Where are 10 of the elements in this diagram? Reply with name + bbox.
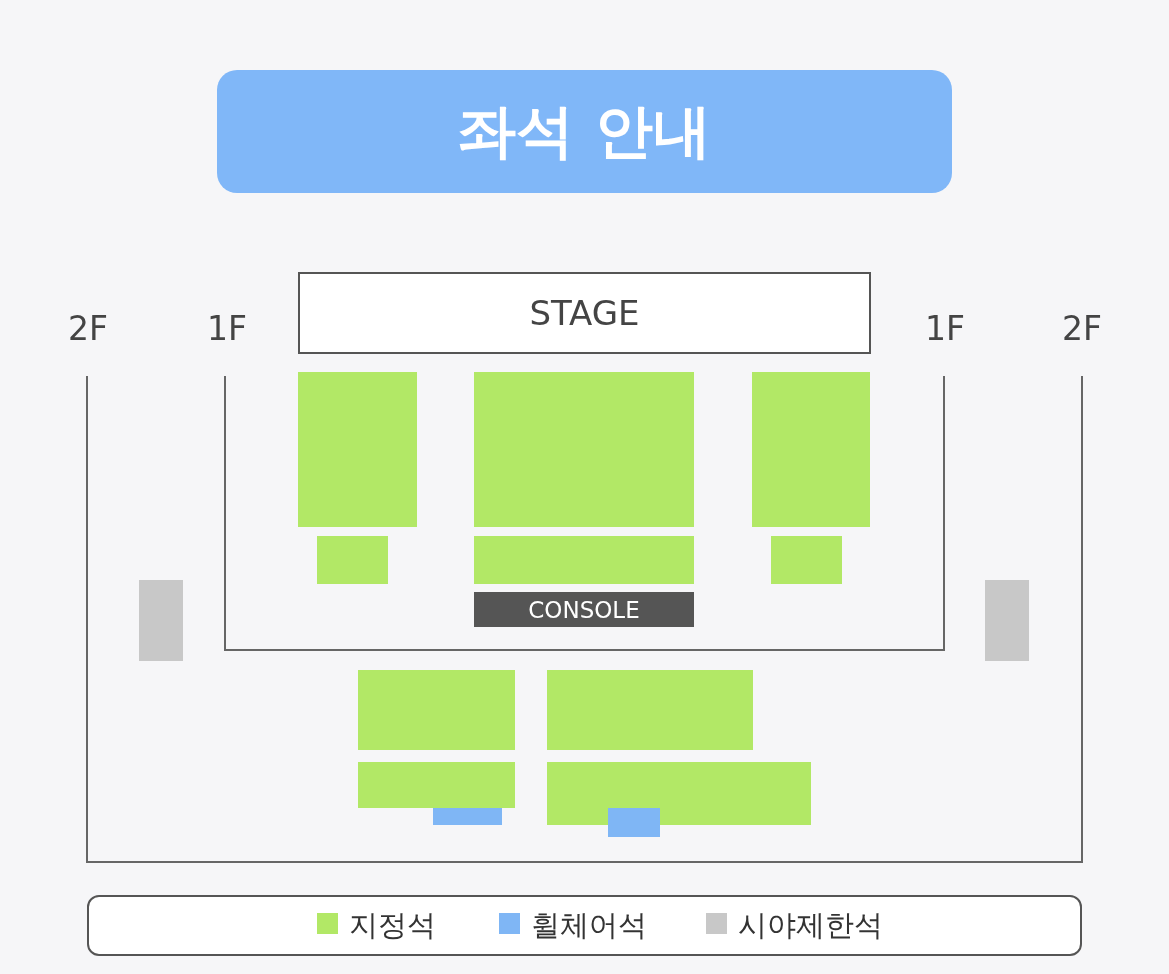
- floor-label: 1F: [924, 307, 966, 350]
- title-banner: 좌석 안내: [217, 70, 952, 193]
- legend-text: 휠체어석: [531, 907, 647, 944]
- legend-text: 시야제한석: [738, 907, 883, 944]
- floor-label: 1F: [206, 307, 248, 350]
- floor-label: 2F: [67, 307, 109, 350]
- stage-box: STAGE: [298, 272, 871, 354]
- legend-text: 지정석: [349, 907, 436, 944]
- floor-label: 2F: [1061, 307, 1103, 350]
- console-box: CONSOLE: [474, 592, 694, 627]
